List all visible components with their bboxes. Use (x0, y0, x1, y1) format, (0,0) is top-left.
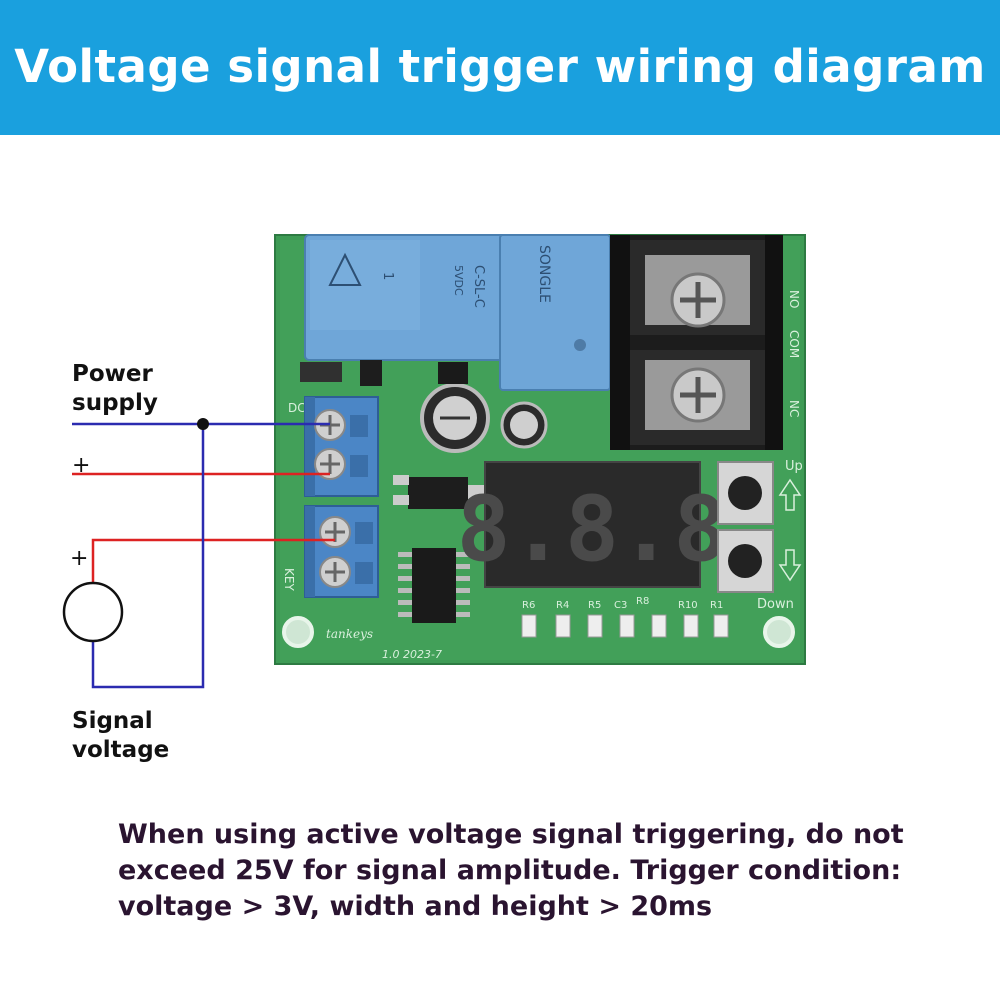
signal-positive-wire (91, 538, 335, 585)
down-button-icon (728, 544, 762, 578)
up-button-icon (728, 476, 762, 510)
signal-source-symbol (62, 581, 124, 643)
wires (72, 418, 335, 689)
relay-brand-text: SONGLE (536, 245, 552, 303)
display-digits: 8.8.8 (457, 477, 728, 582)
label-r10: R10 (678, 600, 698, 611)
ic-chip (398, 548, 470, 623)
label-plus-signal: + (70, 546, 89, 571)
wire-junction (197, 418, 209, 430)
output-terminal-block: NO COM NC (610, 235, 801, 450)
label-signal-voltage: Signal voltage (72, 708, 170, 763)
relay-number-text: 1 (380, 272, 395, 280)
label-dc: DC (288, 401, 306, 415)
label-r8: R8 (636, 596, 649, 607)
terminal-label-com: COM (787, 330, 801, 358)
smd-diode (300, 362, 342, 382)
arrow-up-icon (778, 478, 802, 511)
label-r6: R6 (522, 600, 535, 611)
capacitors (420, 362, 548, 453)
usage-note: When using active voltage signal trigger… (118, 819, 904, 922)
label-plus-power: + (72, 453, 91, 478)
terminal-label-no: NO (787, 290, 801, 308)
arrow-down-icon (778, 549, 802, 582)
label-up: Up (785, 459, 803, 474)
label-power-supply: Power supply (72, 361, 158, 416)
page-title: Voltage signal trigger wiring diagram (14, 40, 986, 93)
push-buttons: Up Down (717, 459, 803, 612)
mounting-hole (282, 616, 314, 648)
label-r1: R1 (710, 600, 723, 611)
label-r4: R4 (556, 600, 569, 611)
relay-model-text: C-SL-C (471, 265, 486, 308)
label-down: Down (757, 597, 794, 612)
terminal-label-nc: NC (787, 400, 801, 417)
label-brand: tankeys (326, 627, 373, 641)
label-r5: R5 (588, 600, 601, 611)
relay-module-board: C-SL-C 5VDC SONGLE 1 NO COM NC (274, 234, 806, 665)
power-terminal-block (304, 396, 379, 497)
smd-resistor-row: R6 R4 R5 C3 R8 R10 R1 (521, 596, 729, 638)
title-banner: Voltage signal trigger wiring diagram (0, 0, 1000, 135)
seven-segment-display: 8.8.8 (457, 461, 728, 588)
label-key: KEY (282, 568, 296, 591)
label-c3: C3 (614, 600, 627, 611)
smd-chip (408, 477, 468, 509)
signal-negative-wire (91, 424, 205, 689)
warning-triangle-icon (328, 252, 362, 286)
signal-terminal-block (304, 505, 379, 598)
label-version: 1.0 2023-7 (382, 648, 442, 661)
relay-voltage-text: 5VDC (452, 265, 465, 296)
mounting-hole (763, 616, 795, 648)
